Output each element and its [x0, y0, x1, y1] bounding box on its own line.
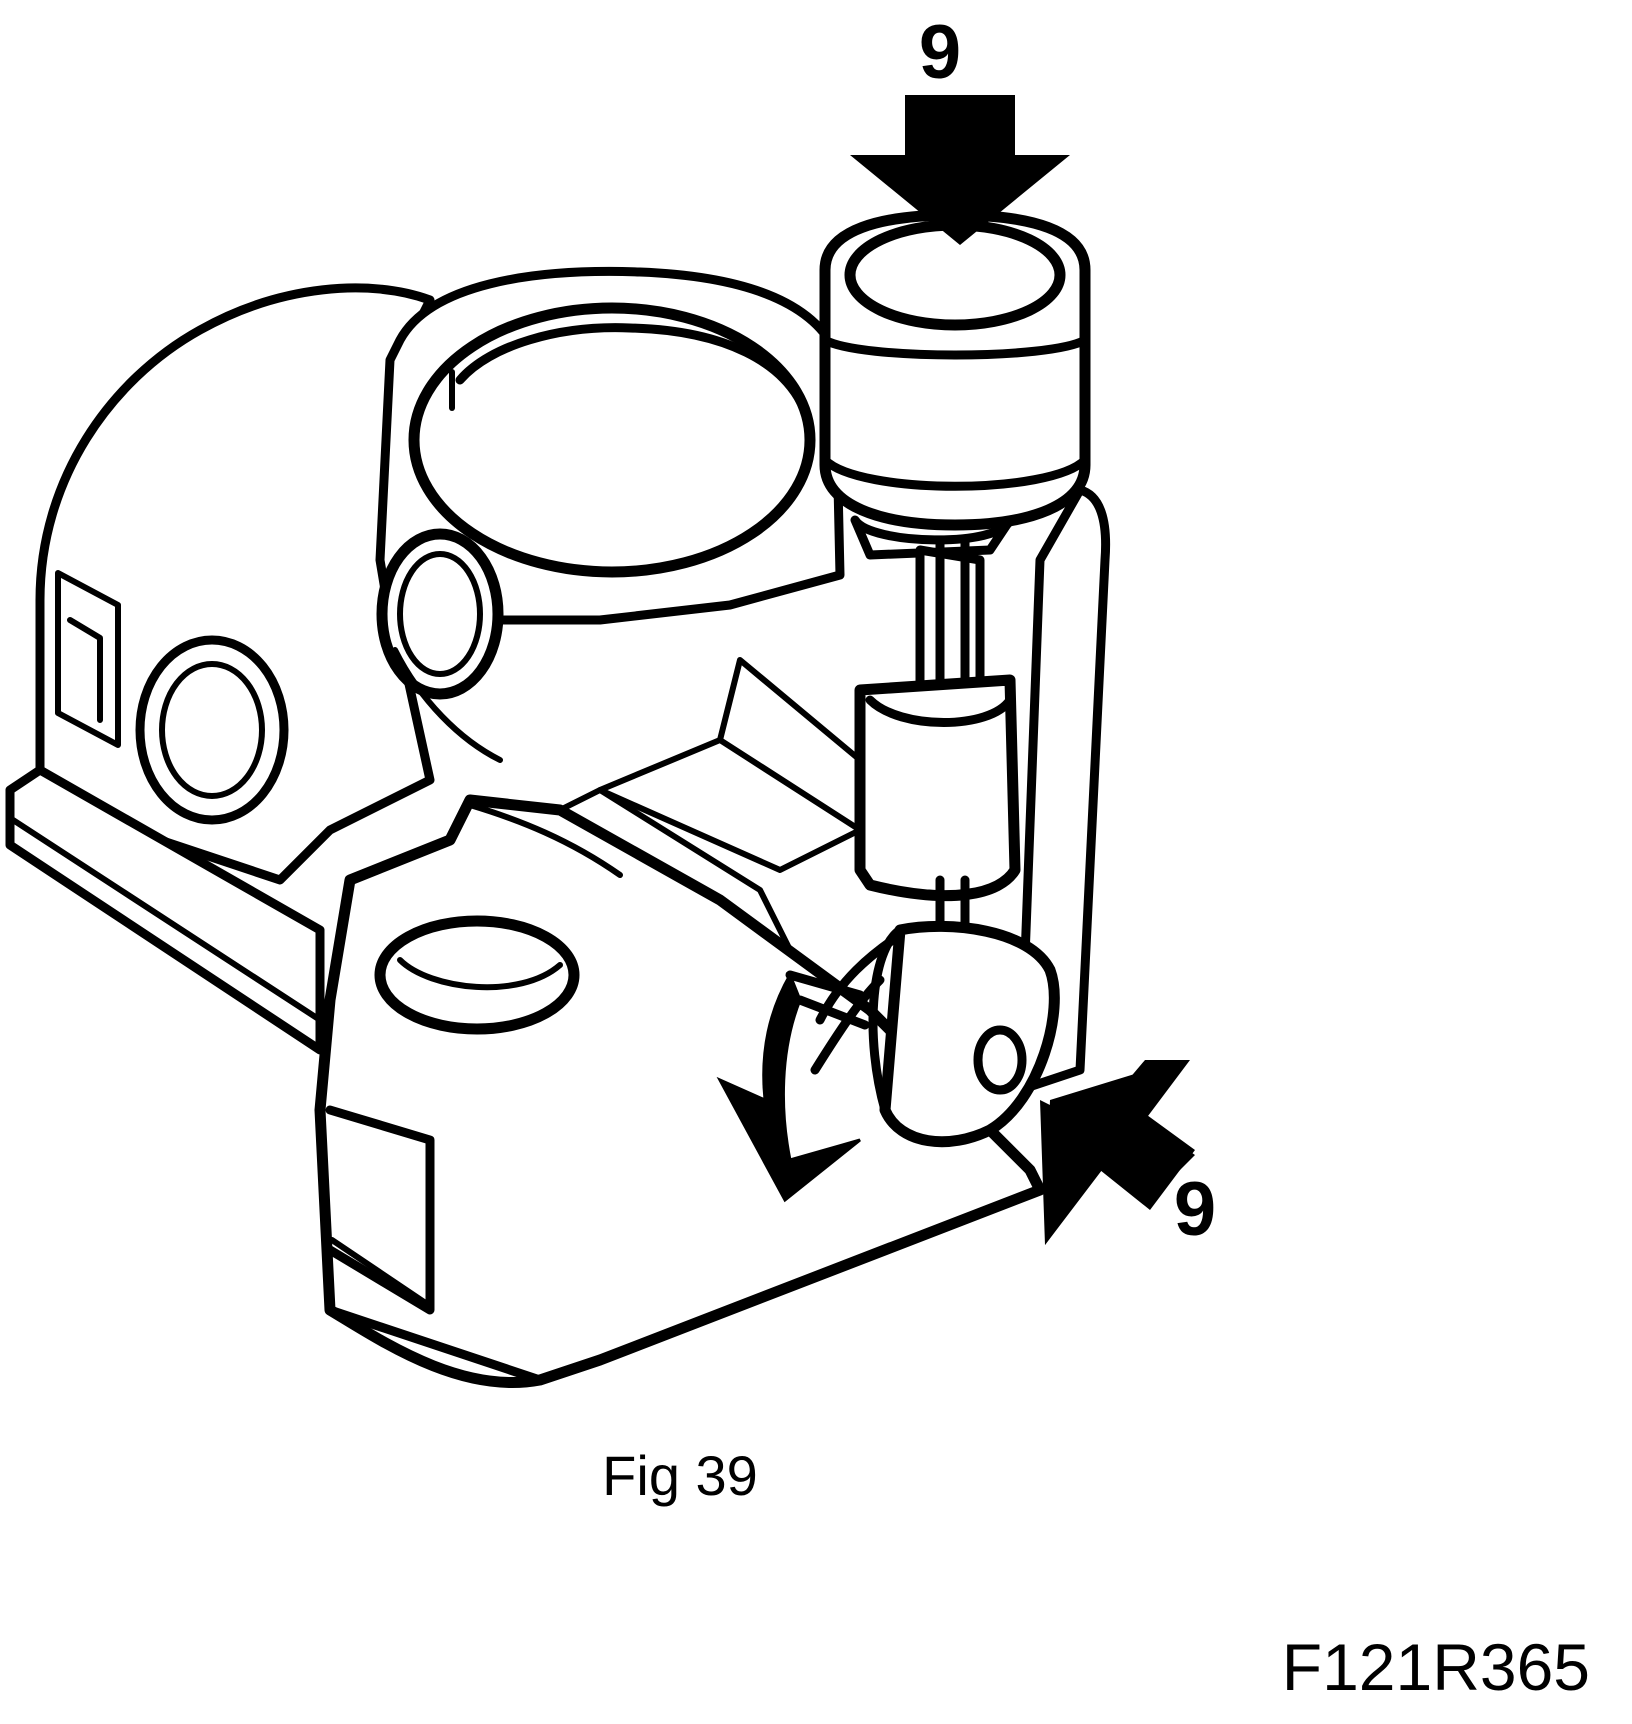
- rotation-arrow: [716, 970, 870, 1203]
- right-post: [1015, 485, 1111, 1095]
- throttle-barrel: [375, 266, 845, 763]
- figure-code: F121R365: [1282, 1630, 1590, 1704]
- callout-arrow-right: [1040, 1060, 1195, 1245]
- base-flange: [5, 765, 325, 1055]
- sensor-cylinder: [819, 209, 1091, 560]
- callout-arrow-top: [850, 95, 1070, 245]
- callout-label-right: 9: [1174, 1167, 1216, 1252]
- figure-caption: Fig 39: [602, 1444, 758, 1507]
- housing-dome: [35, 283, 435, 885]
- linkage-lever: [854, 535, 1021, 980]
- callout-label-top: 9: [919, 10, 961, 95]
